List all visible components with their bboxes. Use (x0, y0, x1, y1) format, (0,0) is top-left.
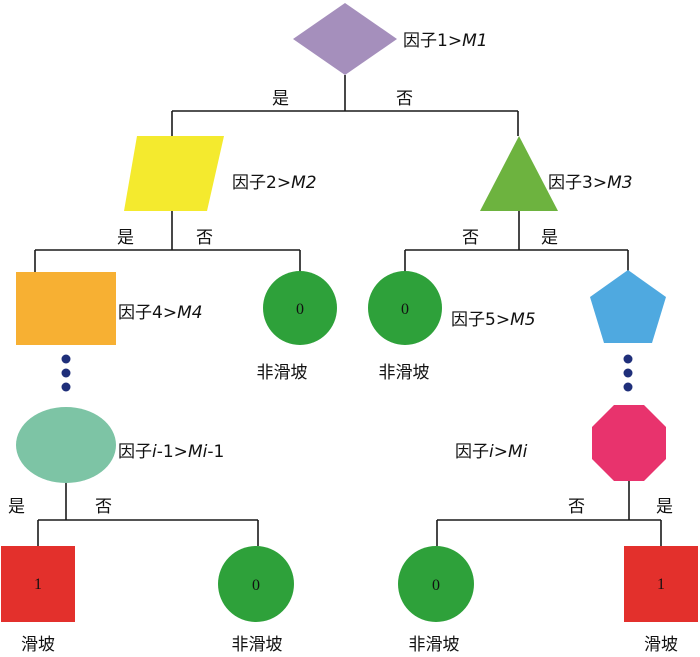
triangle-node (480, 136, 558, 211)
root-no-label: 否 (396, 89, 413, 109)
ni-no-label: 否 (568, 497, 585, 517)
leaf-square-slide (624, 546, 698, 622)
n2-condition: 因子2>M2 (232, 173, 317, 193)
leaf-circle-non-slide (398, 546, 474, 622)
ellipse-node (16, 407, 116, 483)
n5-condition: 因子5>M5 (451, 310, 536, 330)
root-yes-label: 是 (272, 89, 289, 109)
leaf-value: 1 (657, 576, 665, 593)
ni1-condition: 因子i-1>Mi-1 (118, 442, 224, 462)
leaf-label-non-slide: 非滑坡 (232, 635, 283, 655)
ni1-yes-label: 是 (8, 497, 25, 517)
ni-condition: 因子i>Mi (455, 442, 528, 462)
n3-no-label: 否 (462, 228, 479, 248)
leaf-circle-non-slide (218, 546, 294, 622)
edge-ni (436, 481, 662, 546)
leaf-value: 0 (252, 577, 260, 594)
leaf-label-non-slide: 非滑坡 (409, 635, 460, 655)
edge-root (171, 75, 519, 136)
n2-no-label: 否 (196, 228, 213, 248)
n2-yes-label: 是 (117, 228, 134, 248)
leaf-value: 0 (401, 301, 409, 318)
pentagon-node (590, 270, 666, 343)
edge-ni1 (37, 482, 259, 546)
tree-edges (34, 75, 662, 546)
right-ellipsis (623, 354, 633, 392)
n4-condition: 因子4>M4 (118, 303, 203, 323)
leaf-circle-non-slide (368, 271, 442, 345)
leaf-square-slide (1, 546, 75, 622)
ni-yes-label: 是 (656, 497, 673, 517)
leaf-label-slide: 滑坡 (21, 635, 55, 655)
root-condition: 因子1>M1 (403, 31, 488, 51)
edge-n3 (404, 211, 629, 272)
parallelogram-node (124, 136, 224, 211)
n3-condition: 因子3>M3 (548, 173, 633, 193)
root-diamond-node (293, 3, 397, 75)
left-ellipsis (61, 354, 71, 392)
leaf-value: 0 (432, 577, 440, 594)
leaf-label-non-slide: 非滑坡 (257, 363, 308, 383)
leaf-value: 1 (34, 576, 42, 593)
edge-n2 (34, 211, 301, 272)
rectangle-node (16, 272, 116, 345)
leaf-circle-non-slide (263, 271, 337, 345)
leaf-value: 0 (296, 301, 304, 318)
n3-yes-label: 是 (541, 228, 558, 248)
ni1-no-label: 否 (95, 497, 112, 517)
leaf-label-slide: 滑坡 (644, 635, 678, 655)
octagon-node (592, 405, 666, 481)
leaf-label-non-slide: 非滑坡 (379, 363, 430, 383)
